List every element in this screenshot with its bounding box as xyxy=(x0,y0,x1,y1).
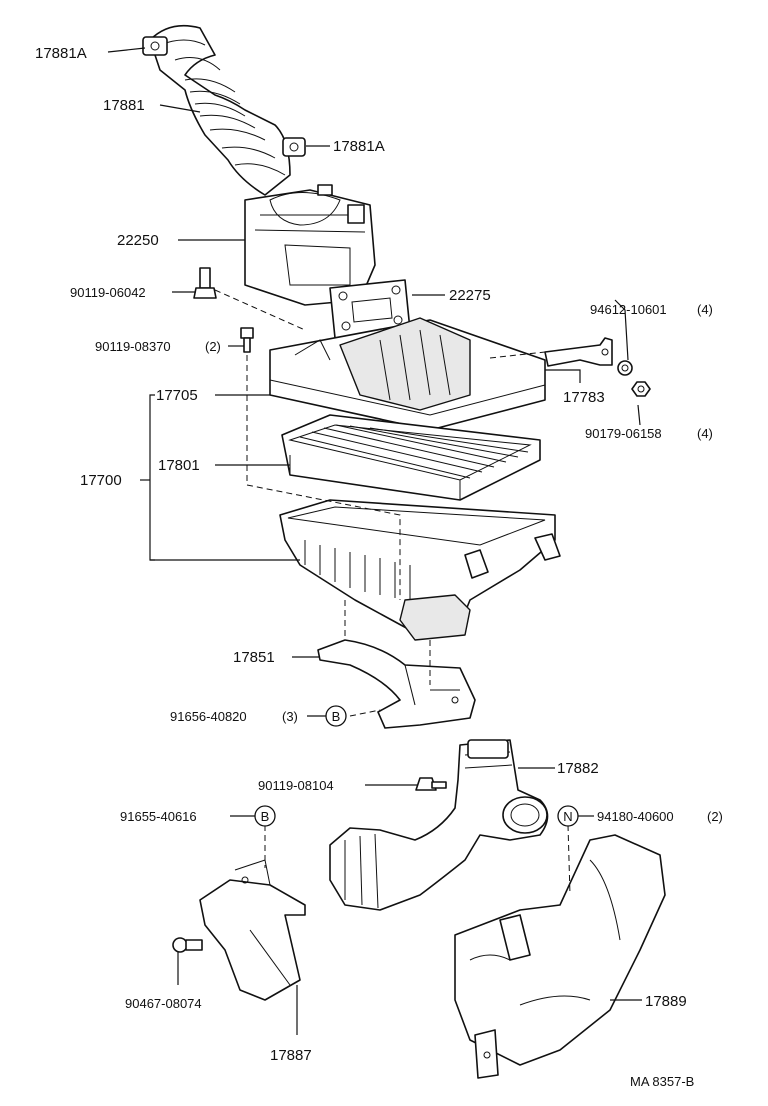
qty-94180-40600: (2) xyxy=(707,809,723,824)
label-90467-08074: 90467-08074 xyxy=(125,996,202,1011)
bracket-17851 xyxy=(317,639,476,729)
label-22250: 22250 xyxy=(117,232,159,249)
label-17887: 17887 xyxy=(270,1047,312,1064)
cleaner-case-17700 xyxy=(279,499,561,641)
label-17851: 17851 xyxy=(233,649,275,666)
air-flow-meter-22250 xyxy=(244,184,376,306)
cleaner-cap-17705 xyxy=(269,317,546,431)
marker-n: N xyxy=(557,805,579,827)
bracket-17783 xyxy=(544,337,613,367)
hose-clamp-mid xyxy=(282,137,306,157)
marker-b-lower-text: B xyxy=(261,809,270,824)
label-91656-40820: 91656-40820 xyxy=(170,709,247,724)
qty-90119-08370: (2) xyxy=(205,339,221,354)
reference-code: MA 8357-B xyxy=(630,1074,694,1089)
qty-94612-10601: (4) xyxy=(697,302,713,317)
bracket-17887 xyxy=(199,859,306,1001)
nut-90179 xyxy=(631,381,651,397)
air-hose-17881 xyxy=(149,24,291,196)
leader-lines xyxy=(107,47,642,1035)
label-17705: 17705 xyxy=(156,387,198,404)
intake-duct-17882 xyxy=(329,739,549,911)
resonator-17889 xyxy=(454,834,666,1079)
label-94180-40600: 94180-40600 xyxy=(597,809,674,824)
marker-n-text: N xyxy=(563,809,572,824)
label-17881: 17881 xyxy=(103,97,145,114)
bolt-90119-08370 xyxy=(240,327,254,353)
label-22275: 22275 xyxy=(449,287,491,304)
qty-91656-40820: (3) xyxy=(282,709,298,724)
label-90119-08370: 90119-08370 xyxy=(95,339,171,354)
hose-clamp-top xyxy=(142,36,168,56)
label-17882: 17882 xyxy=(557,760,599,777)
qty-90179-06158: (4) xyxy=(697,426,713,441)
bolt-90119-06042 xyxy=(193,267,217,299)
label-17801: 17801 xyxy=(158,457,200,474)
label-17881a-top: 17881A xyxy=(35,45,87,62)
marker-b-upper: B xyxy=(325,705,347,727)
filter-element-17801 xyxy=(281,414,541,501)
label-17783: 17783 xyxy=(563,389,605,406)
bolt-90119-08104 xyxy=(415,777,447,791)
nut-94612 xyxy=(617,360,633,376)
label-90119-06042: 90119-06042 xyxy=(70,285,146,300)
label-17700: 17700 xyxy=(80,472,122,489)
label-17889: 17889 xyxy=(645,993,687,1010)
dashed-guides xyxy=(214,289,571,896)
label-94612-10601: 94612-10601 xyxy=(590,302,667,317)
label-90119-08104: 90119-08104 xyxy=(258,778,334,793)
marker-b-upper-text: B xyxy=(332,709,341,724)
bolt-90467 xyxy=(172,937,203,953)
label-90179-06158: 90179-06158 xyxy=(585,426,662,441)
label-17881a-mid: 17881A xyxy=(333,138,385,155)
marker-b-lower: B xyxy=(254,805,276,827)
label-91655-40616: 91655-40616 xyxy=(120,809,197,824)
